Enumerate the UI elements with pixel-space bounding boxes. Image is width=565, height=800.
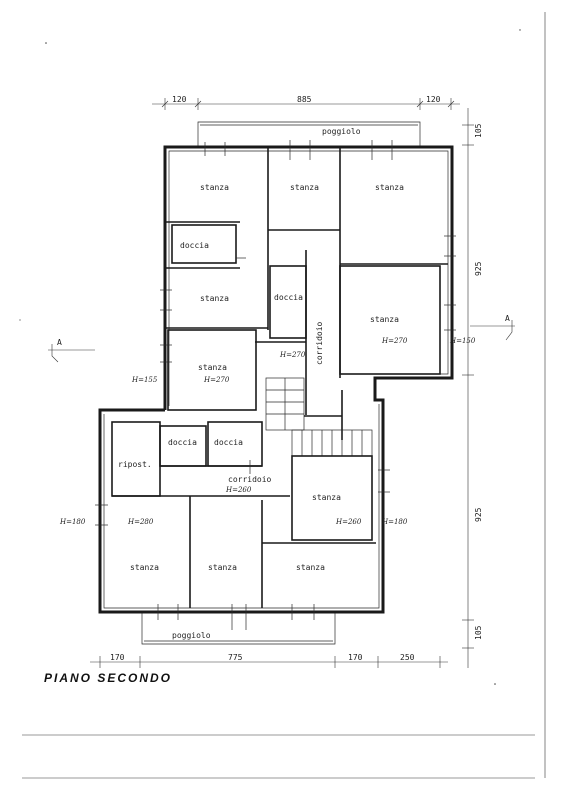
label-corridoio-v: corridoio bbox=[315, 321, 324, 365]
balcony-bottom: poggiolo bbox=[141, 612, 336, 645]
label-h-bl: H=280 bbox=[127, 518, 154, 526]
drawing-title: PIANO SECONDO bbox=[44, 671, 172, 685]
interior-walls bbox=[111, 148, 448, 608]
label-h-rr: H=150 bbox=[449, 337, 476, 345]
top-dimension-line: 120 885 120 bbox=[152, 95, 460, 110]
label-doccia-4: doccia bbox=[214, 438, 243, 447]
label-stanza-tc: stanza bbox=[290, 183, 319, 192]
label-poggiolo-bottom: poggiolo bbox=[172, 631, 211, 640]
dim-bot-1: 170 bbox=[110, 653, 125, 662]
label-stanza-tr: stanza bbox=[375, 183, 404, 192]
label-doccia-3: doccia bbox=[168, 438, 197, 447]
label-h-rm: H=260 bbox=[335, 518, 362, 526]
room-labels: stanza stanza stanza doccia stanza docci… bbox=[59, 183, 476, 572]
dim-top-right: 120 bbox=[426, 95, 441, 104]
label-h-corr: H=270 bbox=[279, 351, 306, 359]
label-corridoio-h: corridoio bbox=[228, 475, 272, 484]
section-label-left: A bbox=[57, 338, 62, 347]
label-h-r: H=270 bbox=[381, 337, 408, 345]
dim-bot-4: 250 bbox=[400, 653, 415, 662]
dim-top-mid: 885 bbox=[297, 95, 312, 104]
dim-right-bot: 105 bbox=[474, 625, 483, 640]
label-doccia-2: doccia bbox=[274, 293, 303, 302]
label-stanza-r: stanza bbox=[370, 315, 399, 324]
label-stanza-bm: stanza bbox=[208, 563, 237, 572]
scan-specks bbox=[19, 29, 521, 685]
dim-right-mid2: 925 bbox=[474, 507, 483, 522]
label-stanza-rm: stanza bbox=[312, 493, 341, 502]
label-h-l2: H=270 bbox=[203, 376, 230, 384]
label-ripost: ripost. bbox=[118, 460, 152, 469]
dim-bot-2: 775 bbox=[228, 653, 243, 662]
label-h-far-left: H=180 bbox=[59, 518, 86, 526]
label-stanza-bl: stanza bbox=[130, 563, 159, 572]
section-marker-left: A bbox=[48, 338, 95, 363]
dim-right-mid: 925 bbox=[474, 261, 483, 276]
section-marker-right: A bbox=[470, 314, 515, 341]
label-h-far-right: H=180 bbox=[381, 518, 408, 526]
label-poggiolo-top: poggiolo bbox=[322, 127, 361, 136]
label-stanza-l2: stanza bbox=[198, 363, 227, 372]
dim-right-top: 105 bbox=[474, 123, 483, 138]
sheet-frame bbox=[22, 12, 546, 779]
dim-bot-3: 170 bbox=[348, 653, 363, 662]
label-doccia-1: doccia bbox=[180, 241, 209, 250]
bottom-dimension-line: 170 775 170 250 bbox=[90, 653, 448, 668]
label-stanza-br: stanza bbox=[296, 563, 325, 572]
balcony-top: poggiolo bbox=[197, 121, 421, 148]
label-stanza-ml: stanza bbox=[200, 294, 229, 303]
right-dimension-line: 105 925 925 105 bbox=[462, 108, 483, 668]
label-h-corr2: H=260 bbox=[225, 486, 252, 494]
dim-top-left: 120 bbox=[172, 95, 187, 104]
openings bbox=[95, 140, 456, 630]
label-stanza-tl: stanza bbox=[200, 183, 229, 192]
label-h-left: H=155 bbox=[131, 376, 158, 384]
section-label-right: A bbox=[505, 314, 510, 323]
